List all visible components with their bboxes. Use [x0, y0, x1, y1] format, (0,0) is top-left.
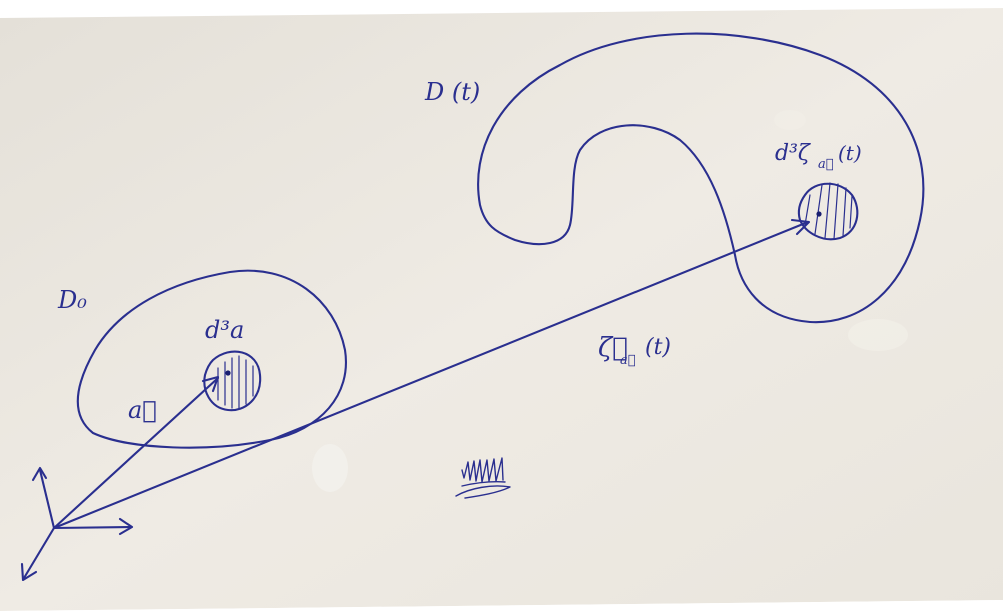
signature-scribble	[455, 457, 511, 499]
label-region-d0: D₀	[57, 286, 87, 314]
paper-blemish	[848, 319, 908, 351]
label-vector-zeta: ζ⃗ a⃗ (t)	[598, 333, 671, 368]
paper-blemish	[774, 110, 806, 130]
paper-blemish	[312, 444, 348, 492]
volume-element-initial	[203, 350, 262, 412]
axis-z	[22, 526, 56, 580]
svg-text:d³ζ: d³ζ	[775, 141, 812, 166]
region-d0-outline	[76, 269, 347, 449]
svg-text:(t): (t)	[645, 335, 671, 360]
coordinate-axes	[20, 466, 134, 582]
vector-zeta-line	[52, 220, 810, 530]
label-region-dt: D (t)	[424, 78, 480, 106]
paper-sheet	[0, 8, 1003, 611]
vector-a-line	[52, 376, 220, 530]
vector-a-arrowhead	[201, 375, 220, 393]
volume-element-time	[797, 182, 859, 241]
label-vector-a: a⃗	[128, 396, 157, 424]
vector-zeta-arrowhead	[790, 218, 811, 236]
axis-x-arrowhead	[118, 517, 134, 536]
paper-edge-shadow	[0, 600, 1003, 613]
label-element-d3zeta: d³ζ a⃗ (t)	[775, 141, 862, 172]
svg-text:a⃗: a⃗	[620, 353, 636, 368]
svg-text:a⃗: a⃗	[818, 157, 834, 172]
point-a	[225, 370, 231, 376]
axis-y-arrowhead	[31, 466, 48, 482]
point-zeta	[816, 211, 822, 217]
axis-z-arrowhead	[20, 562, 38, 582]
svg-text:(t): (t)	[838, 141, 862, 165]
axis-x	[52, 525, 132, 530]
svg-text:ζ⃗: ζ⃗	[598, 333, 628, 363]
region-dt-outline	[477, 32, 925, 324]
axis-y	[38, 468, 56, 530]
label-element-d3a: d³a	[205, 316, 244, 344]
